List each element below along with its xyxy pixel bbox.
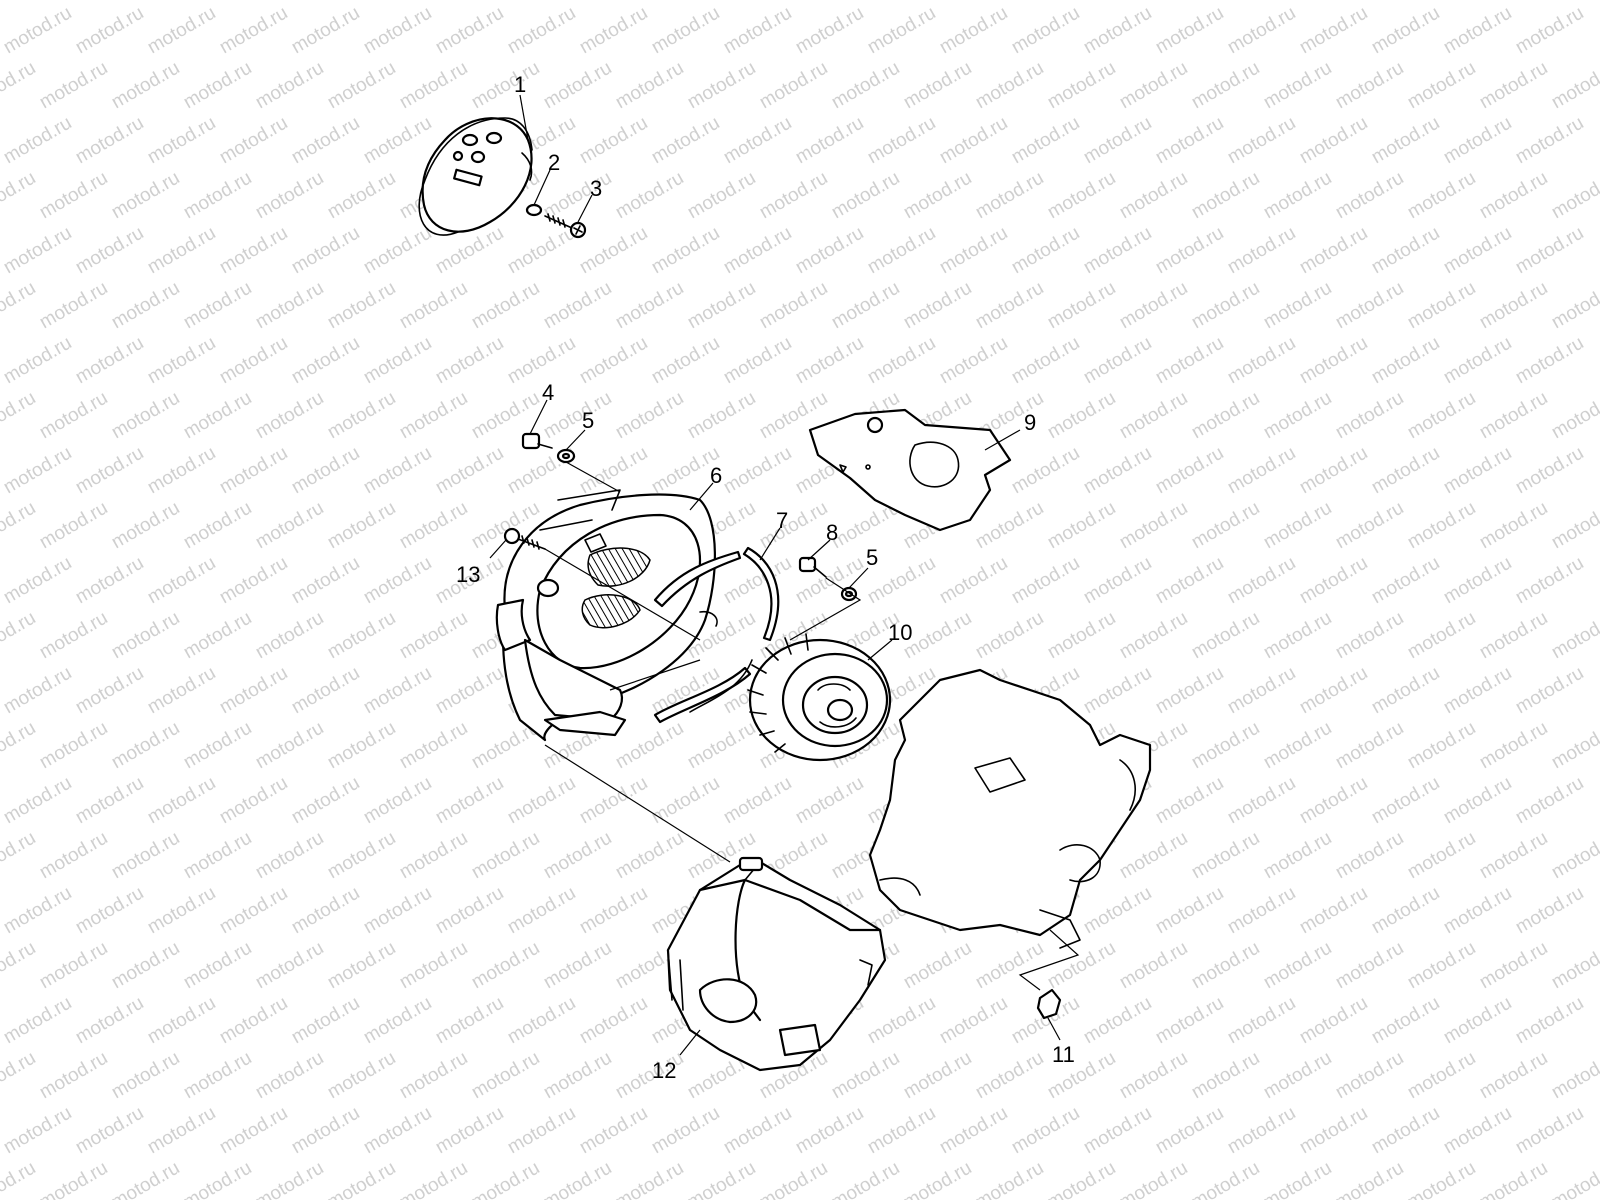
callout-3: 3 xyxy=(590,176,602,201)
callout-2: 2 xyxy=(548,150,560,175)
callout-12: 12 xyxy=(652,1058,676,1083)
callout-10: 10 xyxy=(888,620,912,645)
callout-9: 9 xyxy=(1024,410,1036,435)
callout-6: 6 xyxy=(710,463,722,488)
assembly-lines xyxy=(489,94,1080,1056)
part-10-flywheel-fan xyxy=(747,633,892,762)
callout-8: 8 xyxy=(826,520,838,545)
part-9-shield-plate xyxy=(808,408,1012,532)
callout-labels: 1 2 3 4 5 6 7 8 5 9 10 13 12 11 xyxy=(456,72,1075,1083)
part-2-washer xyxy=(525,203,543,217)
part-5-washer-top xyxy=(556,448,576,464)
callout-7: 7 xyxy=(776,508,788,533)
part-4-bolt xyxy=(521,432,553,450)
callout-1: 1 xyxy=(514,72,526,97)
part-8-bolt xyxy=(798,556,827,578)
part-11-nut xyxy=(1036,988,1062,1020)
callout-13: 13 xyxy=(456,562,480,587)
part-1-cover-plate xyxy=(418,117,533,236)
callout-5-upper: 5 xyxy=(582,408,594,433)
part-3-screw xyxy=(544,213,587,239)
callout-11: 11 xyxy=(1052,1042,1075,1067)
callout-5-lower: 5 xyxy=(866,545,878,570)
engine-crankcase-outline xyxy=(868,668,1152,949)
part-13-screw xyxy=(503,527,546,550)
part-12-cylinder-shroud xyxy=(666,856,887,1072)
callout-4: 4 xyxy=(542,380,554,405)
part-7-hose xyxy=(653,546,780,724)
